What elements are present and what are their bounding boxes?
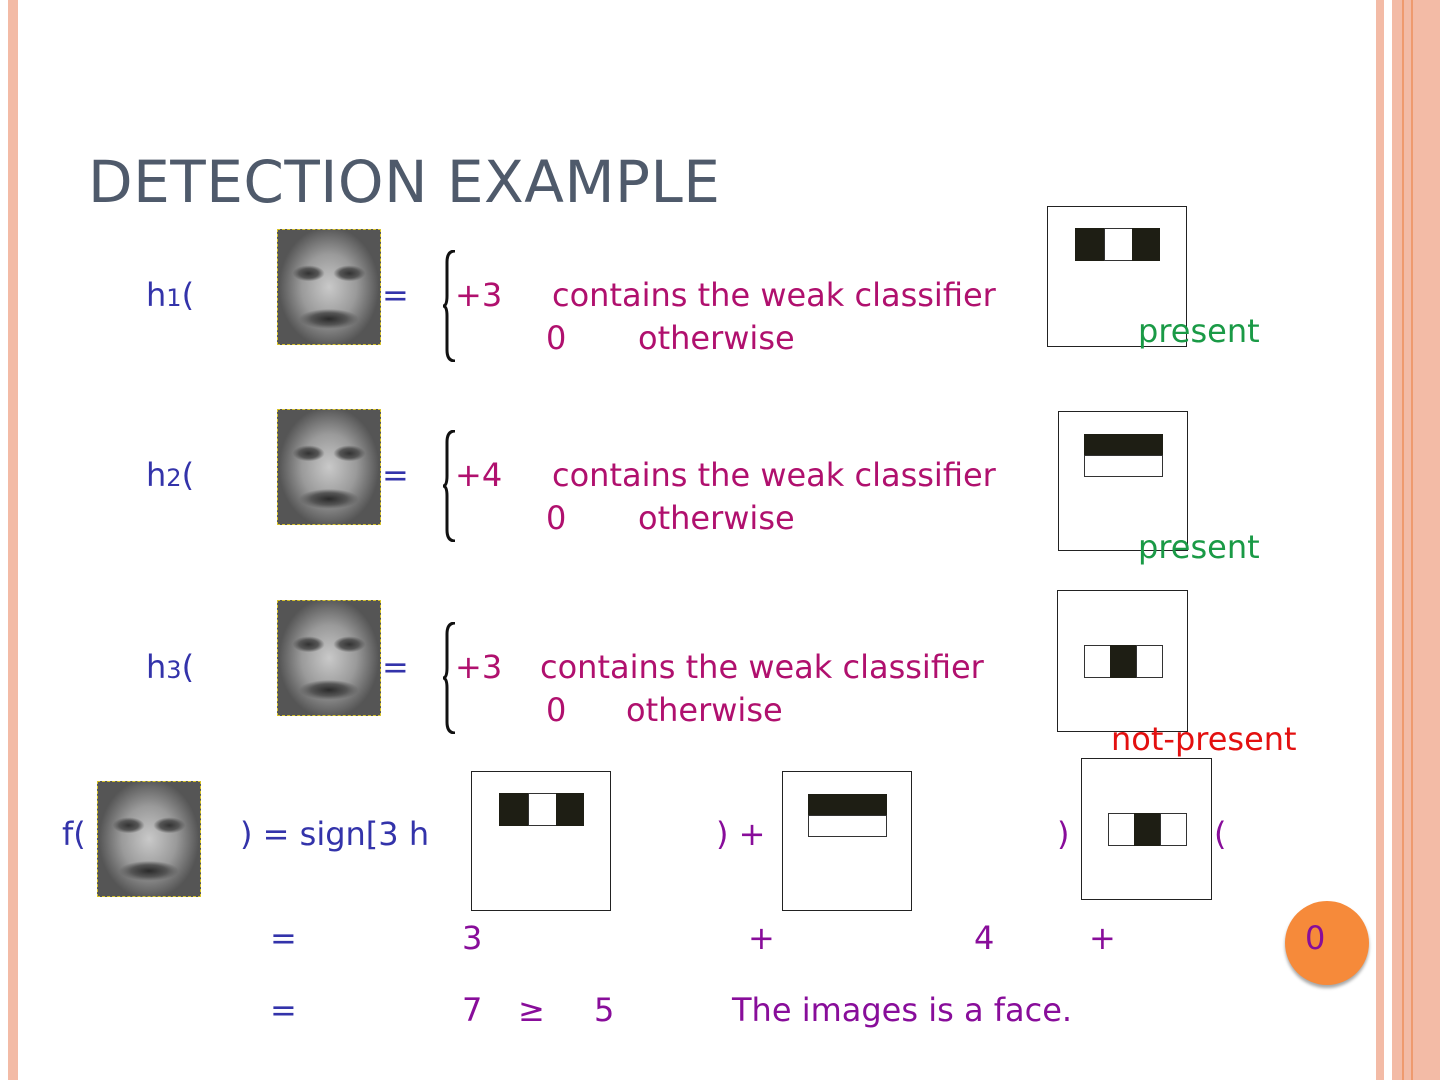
left-brace-icon [442, 622, 456, 734]
h-subscript: 2 [166, 464, 182, 492]
open-paren: ( [181, 276, 195, 314]
face-image [277, 600, 381, 716]
threshold-value: 5 [594, 991, 615, 1029]
equals-sign: = [382, 456, 409, 494]
sign-open: ) = sign[3 h [240, 815, 430, 853]
left-brace-icon [442, 430, 456, 542]
condition-text: contains the weak classifier [552, 456, 996, 494]
left-brace-icon [442, 250, 456, 362]
h2-label: h2( [146, 456, 194, 494]
geq-sign: ≥ [518, 991, 545, 1029]
h-subscript: 3 [166, 656, 182, 684]
conclusion-text: The images is a face. [732, 991, 1073, 1029]
haar-feature-vertical-icon [782, 771, 912, 911]
otherwise-text: otherwise [638, 499, 795, 537]
sum-value-1: 3 [462, 919, 483, 957]
slide-title: DETECTION EXAMPLE [88, 148, 721, 216]
equals-sign: = [382, 276, 409, 314]
slide-border-right [1376, 0, 1440, 1080]
equals-sign: = [382, 648, 409, 686]
weight-value: +3 [455, 648, 503, 686]
face-image [277, 229, 381, 345]
h-letter: h [146, 456, 167, 494]
f-label: f( [62, 815, 86, 853]
zero-value: 0 [546, 691, 567, 729]
haar-feature-edge-icon [1047, 206, 1187, 347]
otherwise-text: otherwise [626, 691, 783, 729]
h-letter: h [146, 276, 167, 314]
open-paren: ( [181, 456, 195, 494]
close-paren: ) [1057, 815, 1070, 853]
plus-sign: + [1089, 919, 1116, 957]
condition-text: contains the weak classifier [552, 276, 996, 314]
plus-sign: ) + [716, 815, 766, 853]
haar-feature-vertical-icon [1058, 411, 1188, 551]
open-paren: ( [1214, 815, 1227, 853]
sign-expression: ) = sign[3 h [240, 815, 429, 853]
otherwise-text: otherwise [638, 319, 795, 357]
face-image [277, 409, 381, 525]
haar-feature-line-icon [1081, 758, 1212, 900]
face-image [97, 781, 201, 897]
plus-sign: + [748, 919, 775, 957]
result-value: 7 [462, 991, 483, 1029]
h1-label: h1( [146, 276, 194, 314]
h-letter: h [146, 648, 167, 686]
h-subscript: 1 [166, 284, 182, 312]
weight-value: +3 [455, 276, 503, 314]
equals-sign: = [270, 919, 297, 957]
zero-value: 0 [546, 499, 567, 537]
page-number: 0 [1305, 919, 1326, 957]
slide-border-left [8, 0, 18, 1080]
status-present: present [1138, 528, 1260, 566]
sum-value-2: 4 [974, 919, 995, 957]
haar-feature-edge-icon [471, 771, 611, 911]
zero-value: 0 [546, 319, 567, 357]
equals-sign: = [270, 991, 297, 1029]
page-number-badge: 0 [1285, 901, 1369, 985]
condition-text: contains the weak classifier [540, 648, 984, 686]
h3-label: h3( [146, 648, 194, 686]
haar-feature-line-icon [1057, 590, 1188, 732]
status-not-present: not-present [1111, 720, 1297, 758]
open-paren: ( [181, 648, 195, 686]
weight-value: +4 [455, 456, 503, 494]
status-present: present [1138, 312, 1260, 350]
